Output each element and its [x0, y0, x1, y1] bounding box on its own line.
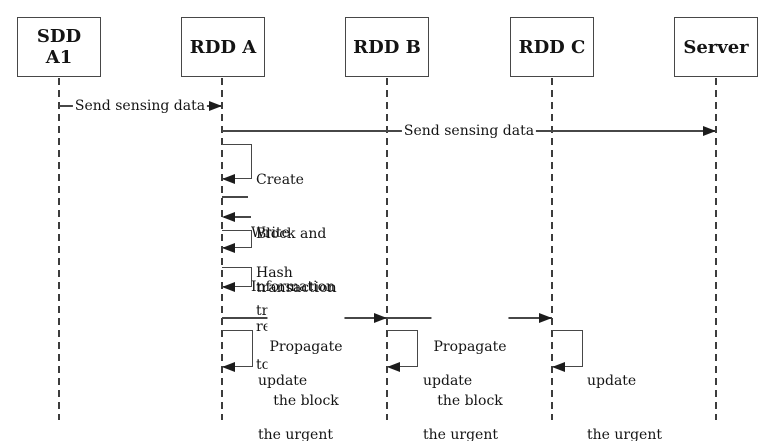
- arrowhead-left-icon: [387, 362, 400, 372]
- message-label-write-information: Write Information: [251, 225, 336, 295]
- message-label-send-sensing-data-2: Send sensing data: [401, 122, 537, 140]
- message-label-update-ledger-rdd-c: update the urgent ledger: [587, 373, 662, 441]
- message-label-create-block: Create Block and transaction: [256, 172, 337, 296]
- arrowhead-left-icon: [222, 282, 235, 292]
- lifeline-server: [715, 78, 717, 420]
- lifeline-rdd-b: [386, 78, 388, 420]
- self-loop-hash-regist: [222, 230, 252, 248]
- arrowhead-left-icon: [222, 212, 235, 222]
- arrowhead-left-icon: [222, 362, 235, 372]
- actor-label-rdd-a: RDD A: [189, 36, 257, 58]
- lifeline-sdd-a1: [58, 78, 60, 420]
- lifeline-rdd-a: [221, 78, 223, 420]
- arrowhead-right-icon: [539, 313, 552, 323]
- lifeline-rdd-c: [551, 78, 553, 420]
- arrowhead-right-icon: [703, 126, 716, 136]
- self-loop-update-ledger-rdd-b: [387, 330, 418, 367]
- actor-label-rdd-b: RDD B: [353, 36, 421, 58]
- self-loop-update-ledger-rdd-a: [222, 330, 253, 367]
- actor-label-rdd-c: RDD C: [518, 36, 586, 58]
- self-loop-create-block: [222, 144, 252, 179]
- actor-box-server: Server: [674, 17, 758, 77]
- arrowhead-left-icon: [222, 243, 235, 253]
- message-label-update-ledger-rdd-a: update the urgent ledger: [258, 373, 333, 441]
- actor-box-rdd-a: RDD A: [181, 17, 265, 77]
- actor-label-server: Server: [683, 36, 749, 58]
- message-label-propagate-2: Propagate the block: [431, 302, 509, 441]
- message-label-update-ledger-rdd-b: update the urgent ledger: [423, 373, 498, 441]
- self-loop-transaction-to-block: [222, 267, 252, 287]
- arrowhead-right-icon: [209, 101, 222, 111]
- actor-box-rdd-c: RDD C: [510, 17, 594, 77]
- actor-label-a1: A1: [45, 47, 73, 68]
- arrowhead-right-icon: [374, 313, 387, 323]
- self-loop-update-ledger-rdd-c: [552, 330, 583, 367]
- actor-label-sdd: SDD: [36, 26, 82, 47]
- actor-box-rdd-b: RDD B: [345, 17, 429, 77]
- message-label-send-sensing-data-1: Send sensing data: [72, 97, 208, 115]
- arrowhead-left-icon: [552, 362, 565, 372]
- self-loop-write-top-line: [222, 196, 248, 198]
- message-label-propagate-1: Propagate the block: [267, 302, 345, 441]
- arrowhead-left-icon: [222, 174, 235, 184]
- self-loop-write-return-line: [224, 216, 251, 218]
- actor-box-sdd-a1: SDD A1: [17, 17, 101, 77]
